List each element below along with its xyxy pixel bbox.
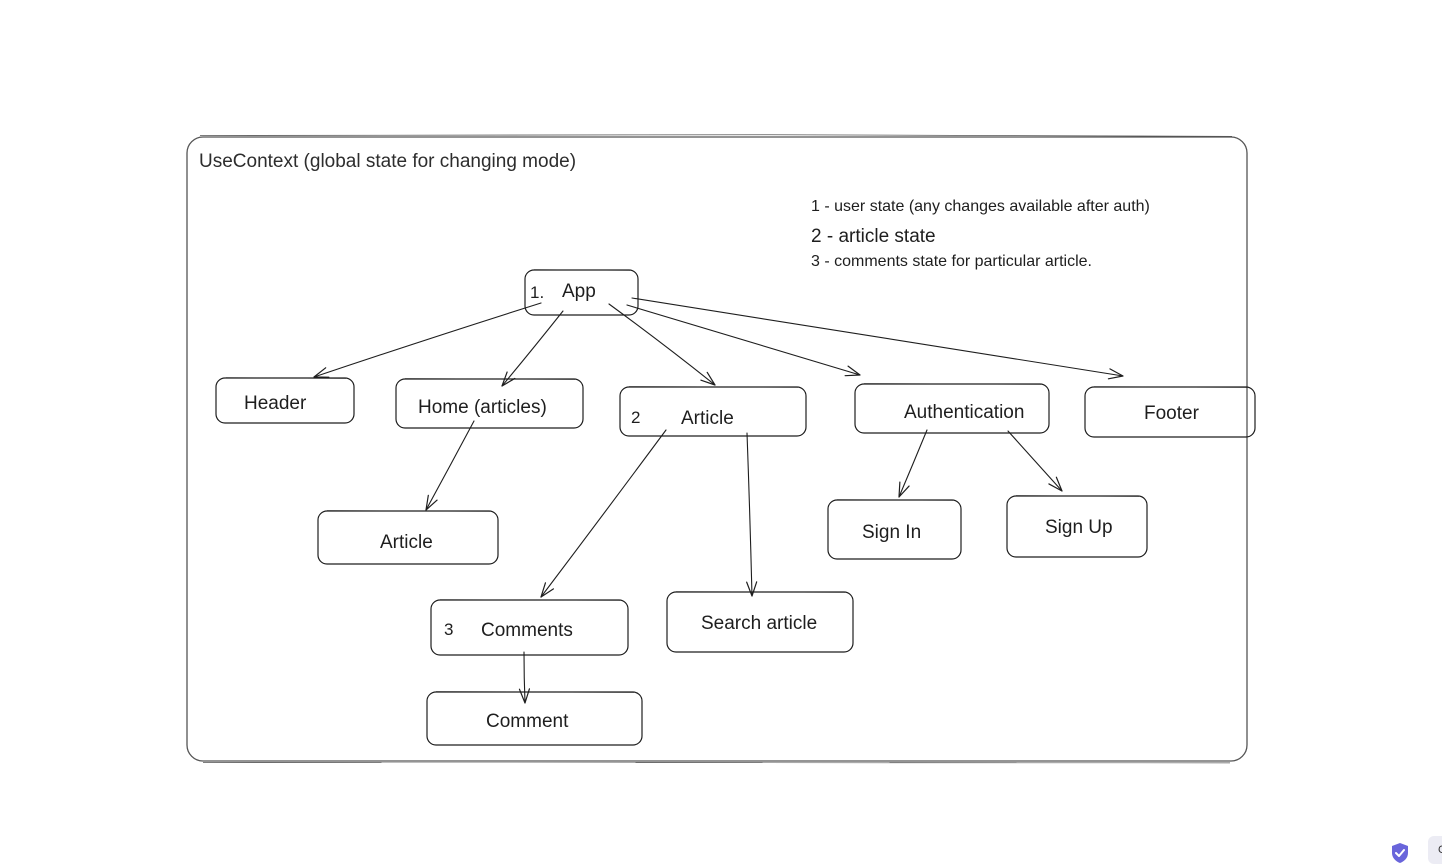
edge-auth-signin — [898, 429, 928, 498]
edge-auth-signup — [1007, 430, 1063, 492]
corner-button[interactable]: C — [1428, 836, 1442, 864]
node-app-number: 1. — [530, 283, 545, 302]
edge-app-footer — [631, 297, 1124, 380]
legend-item-user-state: 1 - user state (any changes available af… — [811, 198, 1150, 215]
edge-app-article — [608, 303, 716, 386]
node-app-label: App — [562, 281, 596, 302]
context-frame[interactable] — [186, 134, 1248, 764]
legend-item-article-state: 2 - article state — [811, 226, 936, 247]
node-authentication-label: Authentication — [904, 402, 1025, 423]
edges — [313, 297, 1124, 704]
node-home-label: Home (articles) — [418, 397, 547, 418]
edge-app-header — [313, 302, 542, 378]
node-home-article-label: Article — [380, 532, 433, 553]
frame-title: UseContext (global state for changing mo… — [199, 151, 577, 172]
edge-app-authentication — [626, 304, 861, 377]
node-comment-label: Comment — [486, 711, 569, 732]
node-sign-up-label: Sign Up — [1045, 517, 1113, 538]
node-header-label: Header — [244, 393, 307, 414]
node-sign-in-label: Sign In — [862, 522, 922, 543]
node-footer-label: Footer — [1144, 403, 1199, 424]
node-boxes — [215, 269, 1256, 746]
edge-app-home — [501, 310, 564, 387]
node-comments-number: 3 — [444, 620, 454, 639]
sketch-strokes — [225, 269, 1248, 693]
node-article-label: Article — [681, 408, 734, 429]
edge-home-article — [425, 420, 475, 511]
legend-item-comments-state: 3 - comments state for particular articl… — [811, 253, 1092, 270]
edge-article-comments — [540, 429, 667, 598]
node-search-article-label: Search article — [701, 613, 818, 634]
node-article-number: 2 — [631, 408, 641, 427]
edge-comments-comment — [518, 651, 531, 704]
edge-article-search — [746, 432, 758, 597]
shield-check-icon[interactable] — [1390, 842, 1410, 864]
node-comments-label: Comments — [481, 620, 573, 641]
